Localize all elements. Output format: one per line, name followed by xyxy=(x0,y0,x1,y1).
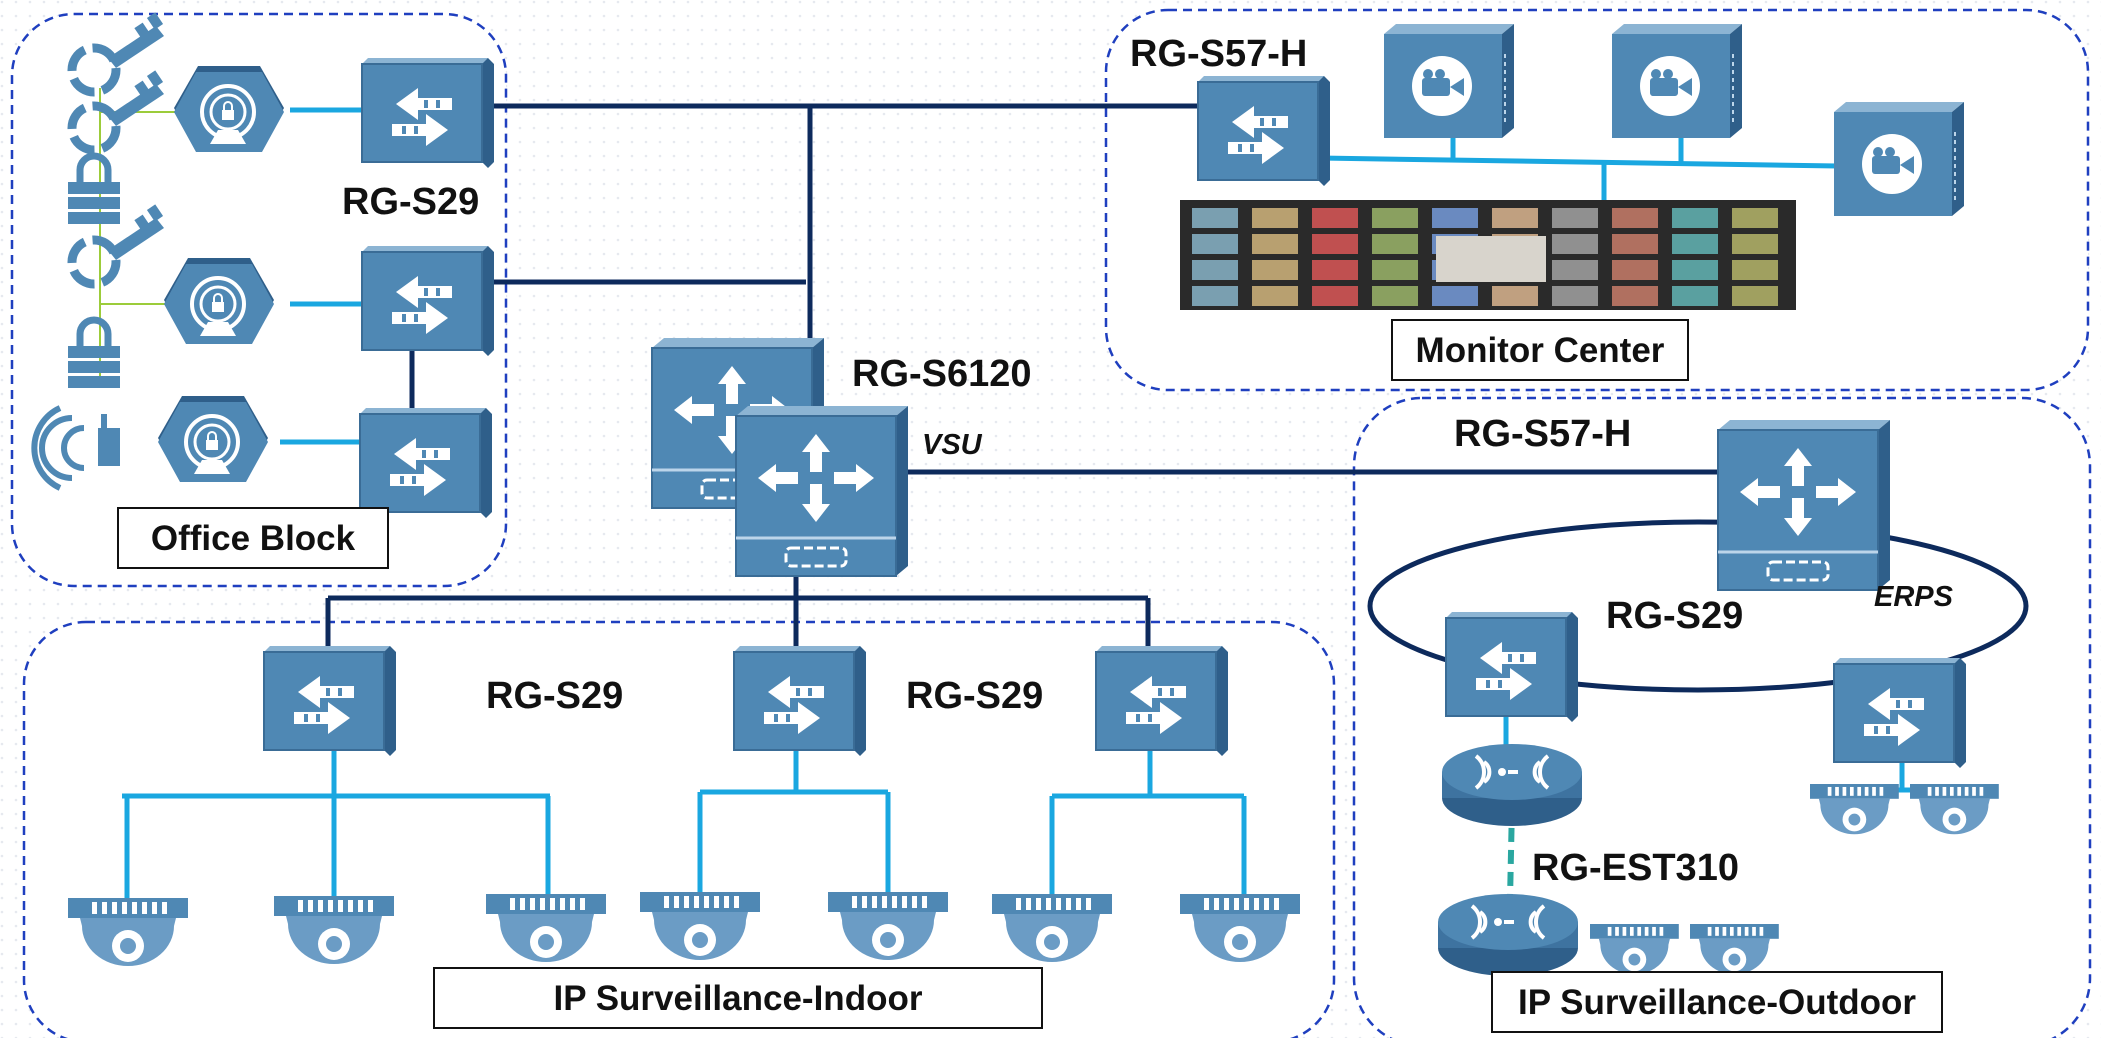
access-switch-icon xyxy=(1095,645,1229,757)
access-switch-icon xyxy=(359,407,493,519)
video-wall-icon xyxy=(1180,200,1796,310)
trunk-links xyxy=(325,103,1720,650)
label-rg-s6120: RG-S6120 xyxy=(852,353,1032,395)
core-switch-icon xyxy=(1716,418,1892,592)
wireless-bridge-icon xyxy=(1436,892,1580,978)
label-rg-s29-indoor-2: RG-S29 xyxy=(906,675,1043,717)
door-sensor-icon xyxy=(31,405,120,491)
zone-title-monitor-center: Monitor Center xyxy=(1416,331,1665,370)
access-switch-icon xyxy=(1197,75,1331,187)
access-switch-icon xyxy=(361,57,495,169)
label-rg-s29-office: RG-S29 xyxy=(342,181,479,223)
label-rg-est310: RG-EST310 xyxy=(1532,847,1739,889)
access-links xyxy=(122,107,1948,900)
label-rg-s29-indoor-1: RG-S29 xyxy=(486,675,623,717)
label-rg-s57h-outdoor: RG-S57-H xyxy=(1454,413,1631,455)
camera-server-icon xyxy=(1833,101,1965,217)
access-switch-icon xyxy=(1833,657,1967,769)
zone-title-office-block: Office Block xyxy=(151,519,356,558)
access-switch-icon xyxy=(1445,611,1579,723)
core-switch-icon xyxy=(734,404,910,578)
zone-title-ip-surveillance-outdoor: IP Surveillance-Outdoor xyxy=(1518,983,1916,1022)
wireless-bridge-icon xyxy=(1440,742,1584,828)
label-vsu: VSU xyxy=(922,429,983,461)
zone-title-ip-surveillance-indoor: IP Surveillance-Indoor xyxy=(554,979,923,1018)
zone-ip-surveillance-outdoor xyxy=(1352,396,2092,1043)
erps-ring xyxy=(1367,519,2029,693)
access-switch-icon xyxy=(733,645,867,757)
camera-server-icon xyxy=(1611,23,1743,139)
access-switch-icon xyxy=(361,245,495,357)
camera-server-icon xyxy=(1383,23,1515,139)
label-rg-s57h-monitor: RG-S57-H xyxy=(1130,33,1307,75)
access-switch-icon xyxy=(263,645,397,757)
label-erps: ERPS xyxy=(1874,581,1954,613)
wireless-link xyxy=(1507,805,1515,901)
label-rg-s29-ring: RG-S29 xyxy=(1606,595,1743,637)
